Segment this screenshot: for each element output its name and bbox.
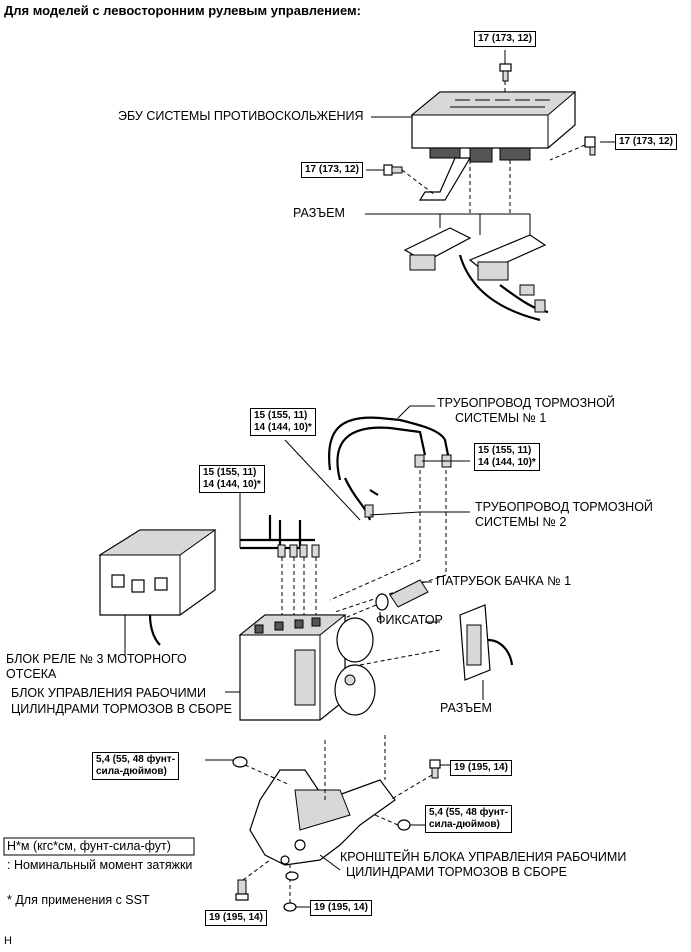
label-actuator-b: ЦИЛИНДРАМИ ТОРМОЗОВ В СБОРЕ [11,702,232,716]
torque-line1-right-std: 15 (155, 11) [478,445,532,456]
label-brake-line-2b: СИСТЕМЫ № 2 [475,515,567,529]
pipe-stubs [239,470,447,620]
label-relay-a: БЛОК РЕЛЕ № 3 МОТОРНОГО [6,652,187,666]
torque-nut-left-line1: 5,4 (55, 48 фунт- [96,754,176,765]
torque-bolt-bottom: 19 (195, 14) [205,910,267,926]
torque-nut-left-group: 5,4 (55, 48 фунт- сила-дюймов) [92,752,180,780]
label-bracket-b: ЦИЛИНДРАМИ ТОРМОЗОВ В СБОРЕ [346,865,567,879]
footer-code: H [4,935,12,947]
label-brake-line-2a: ТРУБОПРОВОД ТОРМОЗНОЙ [475,500,653,514]
label-reservoir-hose: ПАТРУБОК БАЧКА № 1 [436,574,572,588]
brake-lines [284,405,470,521]
ecu-left-bolt [366,164,436,196]
label-relay-b: ОТСЕКА [6,667,57,681]
torque-line1-right-group: 15 (155, 11) 14 (144, 10)* [474,443,540,471]
legend-nominal: : Номинальный момент затяжки [7,858,193,872]
top-connectors [365,160,549,322]
torque-ecu-left: 17 (173, 12) [301,162,363,178]
torque-nut-right-group: 5,4 (55, 48 фунт- сила-дюймов) [425,805,513,833]
torque-line2-std: 15 (155, 11) [203,467,257,478]
torque-line2-group: 15 (155, 11) 14 (144, 10)* [199,465,265,493]
reservoir-hose [339,579,432,621]
torque-bolt-right: 19 (195, 14) [450,760,512,776]
torque-line1-right-sst: 14 (144, 10)* [478,457,536,468]
torque-line1-std: 15 (155, 11) [254,410,308,421]
torque-nut-right-line2: сила-дюймов) [429,819,500,830]
torque-line2-sst: 14 (144, 10)* [203,479,261,490]
bracket [249,735,396,866]
label-ecu: ЭБУ СИСТЕМЫ ПРОТИВОСКОЛЬЖЕНИЯ [118,109,364,123]
ecu-right-bolt [549,136,615,161]
torque-ecu-top: 17 (173, 12) [474,31,536,47]
torque-ecu-right: 17 (173, 12) [615,134,677,150]
label-brake-line-1a: ТРУБОПРОВОД ТОРМОЗНОЙ [437,396,615,410]
torque-nut-right-line1: 5,4 (55, 48 фунт- [429,807,509,818]
label-actuator-a: БЛОК УПРАВЛЕНИЯ РАБОЧИМИ [11,686,206,700]
torque-line1-sst: 14 (144, 10)* [254,422,312,433]
label-connector-bottom: РАЗЪЕМ [440,701,492,715]
label-connector-top: РАЗЪЕМ [293,206,345,220]
label-clip: ФИКСАТОР [376,613,443,627]
actuator-body [238,614,441,721]
ecu-fins [450,99,550,108]
label-bracket-a: КРОНШТЕЙН БЛОКА УПРАВЛЕНИЯ РАБОЧИМИ [340,850,627,864]
ecu-top-bolt [499,50,512,98]
bracket-fasteners [205,756,450,912]
legend-sst: * Для применения с SST [7,893,150,907]
page-title: Для моделей с левосторонним рулевым упра… [4,3,361,18]
ecu-body [410,91,577,201]
torque-nut-left-line2: сила-дюймов) [96,766,167,777]
torque-line1-group: 15 (155, 11) 14 (144, 10)* [250,408,316,436]
bottom-connector [459,604,514,700]
torque-nut-bottom: 19 (195, 14) [310,900,372,916]
label-brake-line-1b: СИСТЕМЫ № 1 [455,411,547,425]
relay-block [98,529,217,655]
label-leaders [225,621,484,871]
legend-units: Н*м (кгс*см, фунт-сила-фут) [7,839,171,853]
legend-torque-frame [3,837,195,856]
